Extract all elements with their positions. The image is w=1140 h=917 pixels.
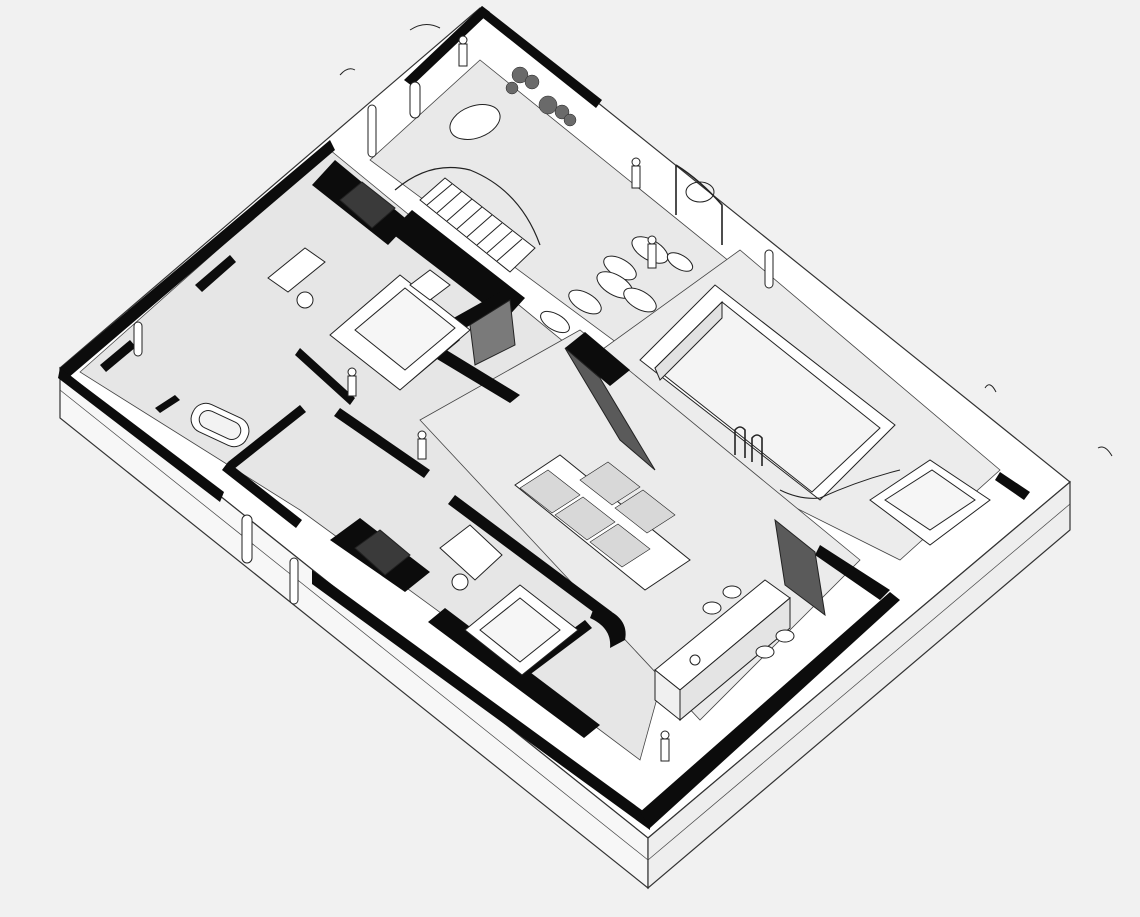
person-3 [347,367,357,397]
wall-stair-long [390,210,525,320]
wall-bedroom2-top [448,495,612,620]
bed-master [329,269,471,391]
courtyard-stepping-stones [449,104,694,334]
person-2 [647,235,657,269]
wall-bath-sw [100,340,136,372]
pool-ladder [734,426,763,466]
pool-lounger [869,459,991,546]
wall-bedroom-top [450,292,512,330]
bar-stools [702,585,795,659]
swimming-pool [639,284,901,501]
wall-pool-end [995,472,1030,500]
wall-bedroom2-south [428,608,600,738]
wall-bath-sw-2 [155,395,180,413]
wall-east-corner [815,545,890,600]
kitchen-island [654,579,791,722]
person-6 [458,35,468,67]
vase-3 [764,249,774,289]
wall-corridor-2 [222,462,302,528]
courtyard-planters [505,66,577,127]
bathtub [190,402,250,448]
wall-west [60,140,335,378]
wall-corridor-4 [295,348,355,405]
vase-6 [133,321,143,357]
vase-4 [241,514,253,564]
people-figures [347,35,670,762]
plinth-ledge-line-right [647,503,1071,861]
exterior-walls [58,6,1030,830]
leaf-2 [339,68,356,76]
vase-5 [289,557,299,605]
person-5 [660,730,670,762]
pool-edge-curve [779,469,901,499]
staircase [394,167,541,273]
pool-wall-back [654,300,723,381]
wall-nw-top [404,6,490,86]
bed-second [464,584,579,676]
wall-south [312,570,650,830]
leaf-3 [984,384,997,393]
floating-leaves [339,24,1113,457]
person-4 [417,430,427,460]
vase-1 [409,81,421,119]
wardrobes [339,181,411,576]
sofa [514,454,691,591]
wall-corridor-1 [228,405,306,469]
wall-sw-left [58,368,224,502]
wall-corridor-3 [334,408,430,478]
leaf-4 [1097,446,1113,457]
wall-bath-block-2 [422,340,520,403]
desk-with-chair [267,247,503,591]
garden-arches [675,164,723,245]
person-1 [631,157,641,189]
vase-2 [367,104,377,158]
wall-ne-top [478,6,602,108]
plinth-right-face [647,480,1071,890]
wall-curve-end [590,605,626,648]
wall-bath-left [195,255,236,292]
wall-screen-pool [565,332,630,386]
tree-cluster-1 [505,66,577,127]
plinth-ledge-line [59,389,649,861]
wall-se [640,592,900,828]
perforated-screens [469,299,826,617]
vases [133,81,774,605]
leaf-1 [409,24,441,31]
